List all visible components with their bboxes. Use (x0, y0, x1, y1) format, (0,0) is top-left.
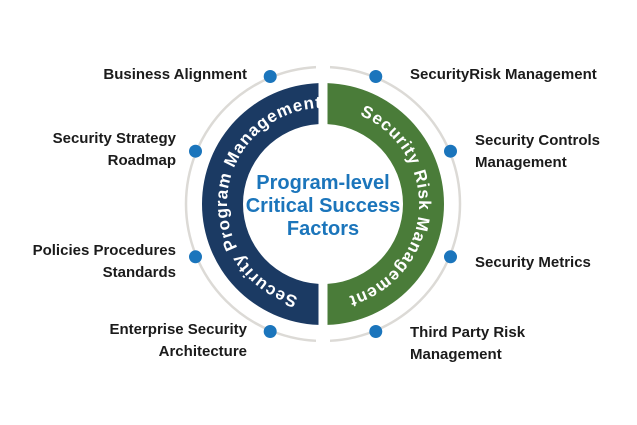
center-title: Program-level Critical Success Factors (213, 172, 433, 241)
dot-policies-procedures-standards (189, 250, 202, 264)
left-half-security-program-management (202, 83, 319, 325)
label-security-controls-management: Security Controls Management (475, 132, 601, 171)
ring-gap (316, 58, 330, 352)
label-security-strategy-roadmap: Security Strategy Roadmap (52, 130, 176, 169)
right-half-security-risk-management (327, 83, 445, 325)
center-title-line: Critical Success (245, 195, 401, 217)
label-enterprise-security-architecture: Enterprise Security Architecture (109, 321, 247, 360)
dot-third-party-risk-management (369, 325, 383, 338)
dot-security-metrics (444, 250, 457, 264)
label-business-alignment: Business Alignment (103, 66, 247, 83)
dot-security-strategy-roadmap (189, 144, 202, 158)
dot-enterprise-security-architecture (263, 325, 277, 338)
center-title-line: Program-level (256, 172, 390, 194)
dot-securityrisk-management (369, 70, 383, 83)
label-security-metrics: Security Metrics (475, 254, 591, 271)
label-securityrisk-management: SecurityRisk Management (410, 66, 597, 83)
dot-security-controls-management (444, 144, 457, 158)
label-policies-procedures-standards: Policies Procedures Standards (32, 242, 176, 281)
center-title-line: Factors (286, 218, 360, 240)
dot-business-alignment (263, 70, 277, 83)
label-third-party-risk-management: Third Party Risk Management (410, 324, 526, 363)
